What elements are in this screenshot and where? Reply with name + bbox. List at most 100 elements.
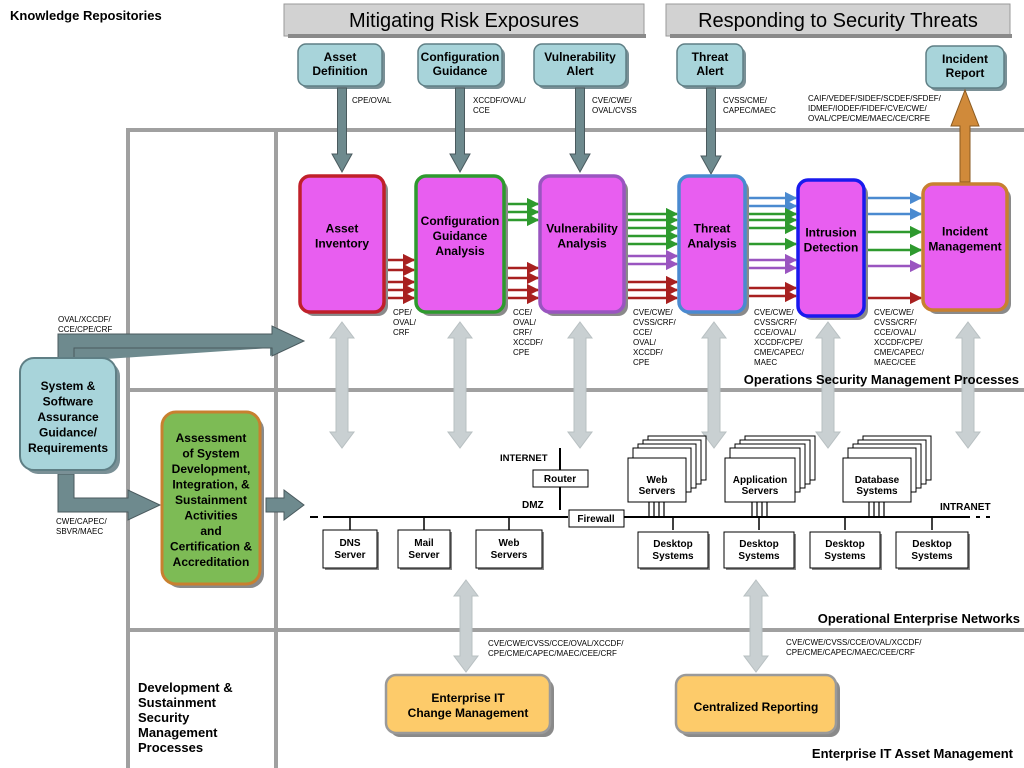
assurance-bottom-standards-line: CWE/CAPEC/ [56,517,107,526]
assurance-to-assessment-arrow [57,473,162,521]
vuln-analysis-standards: CVE/CWE/CVSS/CRF/CCE/OVAL/XCCDF/CPE [633,308,676,367]
reporting-standards: CVE/CWE/CVSS/CCE/OVAL/XCCDF/CPE/CME/CAPE… [786,638,922,657]
assurance-label-line: Requirements [28,441,108,455]
threat-alert-standards: CVSS/CME/CAPEC/MAEC [723,96,776,115]
vulnerability-analysis-box [538,174,626,314]
asset-inventory-label-line: Inventory [315,237,369,251]
dmz-server-box [475,529,543,569]
header-mitigating-shadow [288,34,646,38]
assurance-label-line: Guidance/ [39,426,98,440]
config-analysis-standards-line: CCE/ [513,308,533,317]
assurance-label-line: System & [41,379,96,393]
assurance-to-operations-arrow-body [57,325,306,363]
dmz-server-box [322,529,378,569]
asset-inventory-standards-line: CPE/ [393,308,412,317]
desktop-label-line: Systems [652,551,694,562]
assurance-top-standards-line: CCE/CPE/CRF [58,325,112,334]
dmz-server-label-line: Servers [491,550,528,561]
asset-mgmt-frame [126,628,1024,768]
vuln-analysis-standards-line: XCCDF/ [633,348,664,357]
dmz-server-label-line: Mail [414,538,434,549]
config-analysis-standards-line: CPE [513,348,529,357]
intrusion-detection-standards-line: CVE/CWE/ [874,308,914,317]
configuration-guidance-standards: XCCDF/OVAL/CCE [473,96,527,115]
desktop-box [895,531,969,569]
configuration-guidance-analysis-label-line: Guidance [433,229,488,243]
ops-network-link-5 [955,321,981,449]
threat-alert-standards-line: CVSS/CME/ [723,96,768,105]
vulnerability-analysis-label-line: Vulnerability [546,222,618,236]
incident-report-label-line: Incident [942,52,988,66]
dmz-server-label-line: DNS [339,538,360,549]
intrusion-detection-standards-line: XCCDF/CPE/ [874,338,923,347]
vuln-analysis-standards-line: CVSS/CRF/ [633,318,676,327]
assurance-to-operations-arrow [62,336,302,362]
threat-alert-arrow [700,87,722,176]
dev-section-label-line: Processes [138,740,203,755]
asset-inventory-box [298,174,386,314]
asset-definition-arrow [331,87,353,174]
intrusion-detection-standards-line: MAEC/CEE [874,358,916,367]
threat-analysis-standards-line: MAEC [754,358,777,367]
asset-definition-box [297,43,383,87]
configuration-guidance-analysis-box [414,174,506,314]
threat-alert-box [676,43,744,87]
incident-report-arrow [950,88,980,183]
intrusion-detection-standards-line: CME/CAPEC/ [874,348,925,357]
vuln-analysis-standards-line: CVE/CWE/ [633,308,673,317]
ops-network-link-1 [447,321,473,449]
reporting-standards-line: CVE/CWE/CVSS/CCE/OVAL/XCCDF/ [786,638,922,647]
asset-definition-label-line: Definition [312,64,367,78]
ops-network-link-0 [329,321,355,449]
configuration-guidance-label-line: Guidance [433,64,488,78]
dmz-server-box [397,529,451,569]
assessment-label-line: Sustainment [175,493,247,507]
header-responding: Responding to Security Threats [698,10,978,32]
incident-report-standards: CAIF/VEDEF/SIDEF/SCDEF/SFDEF/IDMEF/IODEF… [808,94,942,123]
assessment-box [160,410,262,586]
threat-alert-label-line: Threat [692,50,729,64]
stack-label-line: Database [855,475,900,486]
router-label: Router [544,474,576,485]
dev-section-label-line: Sustainment [138,695,217,710]
configuration-guidance-analysis-label-line: Analysis [435,244,485,258]
stack-label-line: Servers [742,486,779,497]
incident-report-standards-line: CAIF/VEDEF/SIDEF/SCDEF/SFDEF/ [808,94,942,103]
desktop-box [723,531,795,569]
dev-section-label-line: Development & [138,680,233,695]
incident-report-standards-line: OVAL/CPE/CME/MAEC/CE/CRFE [808,114,930,123]
threat-analysis-standards-line: CVE/CWE/ [754,308,794,317]
assurance-bottom-standards-line: SBVR/MAEC [56,527,103,536]
dmz-label: DMZ [522,500,544,511]
firewall-label: Firewall [577,514,614,525]
stack-label-line: Application [733,475,787,486]
stack-box [724,457,796,503]
intrusion-detection-label-line: Intrusion [805,226,856,240]
vuln-analysis-standards-line: OVAL/ [633,338,657,347]
assessment-label-line: Activities [184,509,238,523]
reporting-box [674,673,838,735]
configuration-guidance-standards-line: XCCDF/OVAL/ [473,96,527,105]
intrusion-detection-standards-line: CVSS/CRF/ [874,318,917,327]
assessment-label-line: Integration, & [172,478,250,492]
change-mgmt-label-line: Enterprise IT [431,691,505,705]
desktop-label-line: Systems [738,551,780,562]
threat-analysis-standards-line: CVSS/CRF/ [754,318,797,327]
firewall-box [568,509,625,528]
config-analysis-standards-line: OVAL/ [513,318,537,327]
stack-label-line: Systems [856,486,898,497]
stack-box [842,457,912,503]
assessment-label-line: and [200,524,221,538]
vulnerability-alert-box [533,43,627,87]
assurance-box [19,357,117,471]
